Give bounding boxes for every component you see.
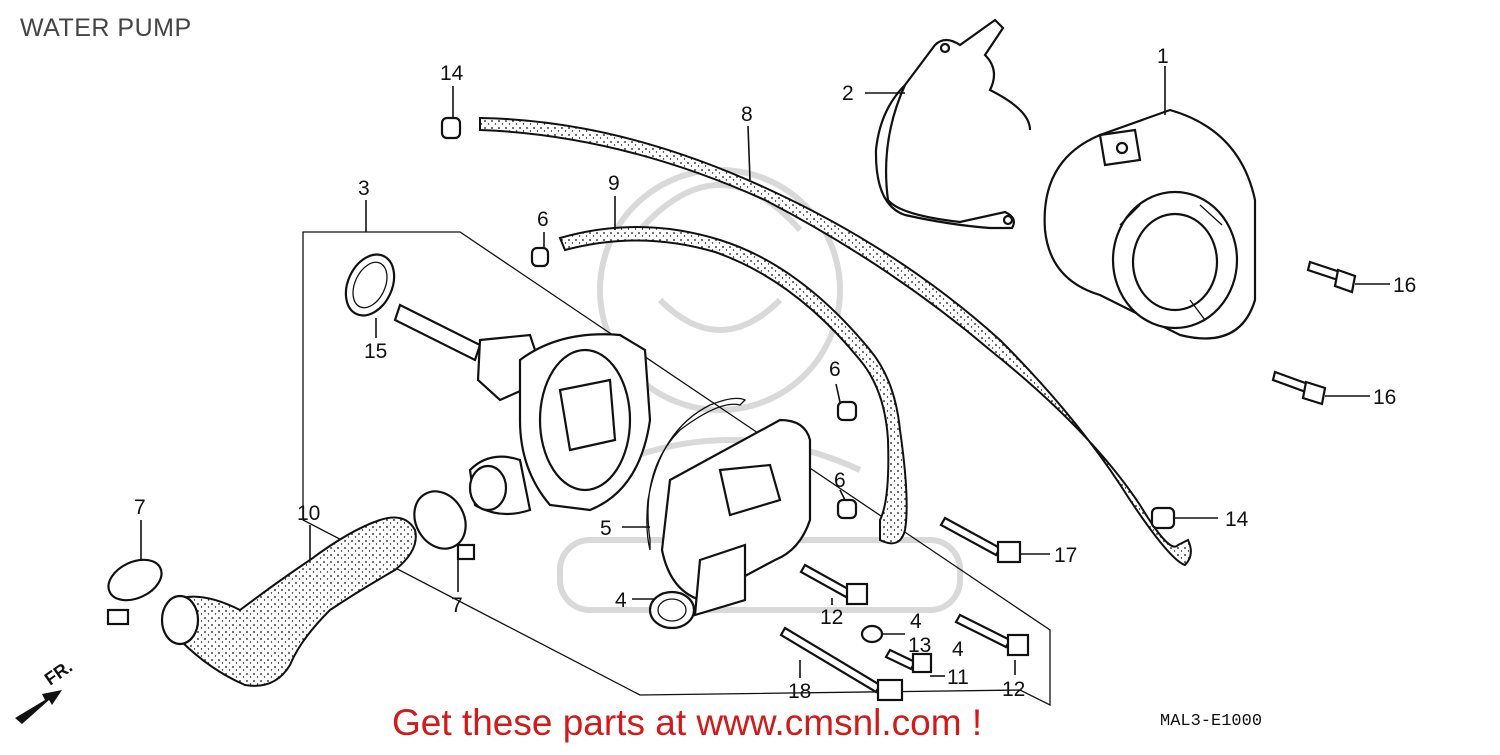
callout-6-c: 6 [834, 469, 846, 492]
callout-16-b: 16 [1373, 386, 1396, 409]
callout-8: 8 [741, 103, 753, 126]
callout-6-b: 6 [829, 358, 841, 381]
callout-4-c: 4 [952, 638, 964, 661]
pump-housing-cover [648, 418, 812, 630]
callout-11: 11 [947, 666, 969, 689]
clamp-6-upper [530, 246, 550, 268]
callout-1: 1 [1157, 45, 1169, 68]
clamp-7-right [413, 490, 476, 561]
bolt-16-upper [1306, 260, 1357, 294]
direction-label: FR. [41, 656, 76, 689]
o-ring-inner [352, 261, 388, 309]
cover-bracket [874, 18, 1032, 230]
callout-4-b: 4 [910, 610, 922, 633]
clamp-6-lower [836, 498, 858, 520]
callout-15: 15 [364, 340, 387, 363]
callout-13: 13 [908, 634, 931, 657]
clamp-6-mid [836, 400, 858, 422]
bolt-12-upper [799, 563, 869, 606]
callout-16-a: 16 [1393, 274, 1416, 297]
page-title: WATER PUMP [20, 14, 192, 42]
callout-14-b: 14 [1225, 508, 1249, 531]
callout-7-a: 7 [134, 496, 146, 519]
pump-cover [1043, 108, 1257, 340]
diagram-code: MAL3-E1000 [1160, 712, 1263, 731]
bolt-16-lower [1271, 370, 1327, 406]
callout-5: 5 [600, 517, 612, 540]
clamp-14-top [440, 116, 462, 140]
bracket-hole [1002, 214, 1014, 226]
callout-18: 18 [788, 680, 811, 703]
callout-10: 10 [297, 502, 320, 525]
washer-13 [860, 624, 884, 644]
callout-14-a: 14 [440, 62, 464, 85]
callout-7-b: 7 [451, 594, 463, 617]
callout-3: 3 [358, 177, 370, 200]
hose-short [558, 225, 908, 545]
promo-link[interactable]: Get these parts at www.cmsnl.com ! [392, 702, 983, 743]
callout-17: 17 [1054, 544, 1077, 567]
o-ring [344, 253, 396, 317]
callout-12-a: 12 [820, 606, 843, 629]
clamp-7-left [106, 558, 163, 626]
bolt-11 [884, 648, 933, 674]
gasket [646, 397, 747, 551]
water-pump-body [393, 303, 652, 516]
bolt-12-lower [954, 613, 1030, 657]
bolt-18 [779, 626, 904, 702]
callout-labels: 1 2 3 4 4 4 5 6 6 6 7 7 8 9 10 11 12 12 … [41, 45, 1417, 703]
callout-2: 2 [842, 82, 854, 105]
bracket-hole [939, 42, 951, 54]
callout-6-a: 6 [537, 208, 549, 231]
hose-end [160, 594, 200, 646]
hose-radiator [167, 516, 417, 687]
callout-4-a: 4 [615, 589, 627, 612]
bolt-17 [939, 516, 1022, 564]
leader-lines [140, 66, 1390, 678]
clamp-14-right [1150, 506, 1176, 530]
callout-12-b: 12 [1002, 678, 1025, 701]
callout-9: 9 [608, 172, 620, 195]
hose-long [479, 116, 1192, 567]
front-direction-arrow [15, 690, 62, 724]
